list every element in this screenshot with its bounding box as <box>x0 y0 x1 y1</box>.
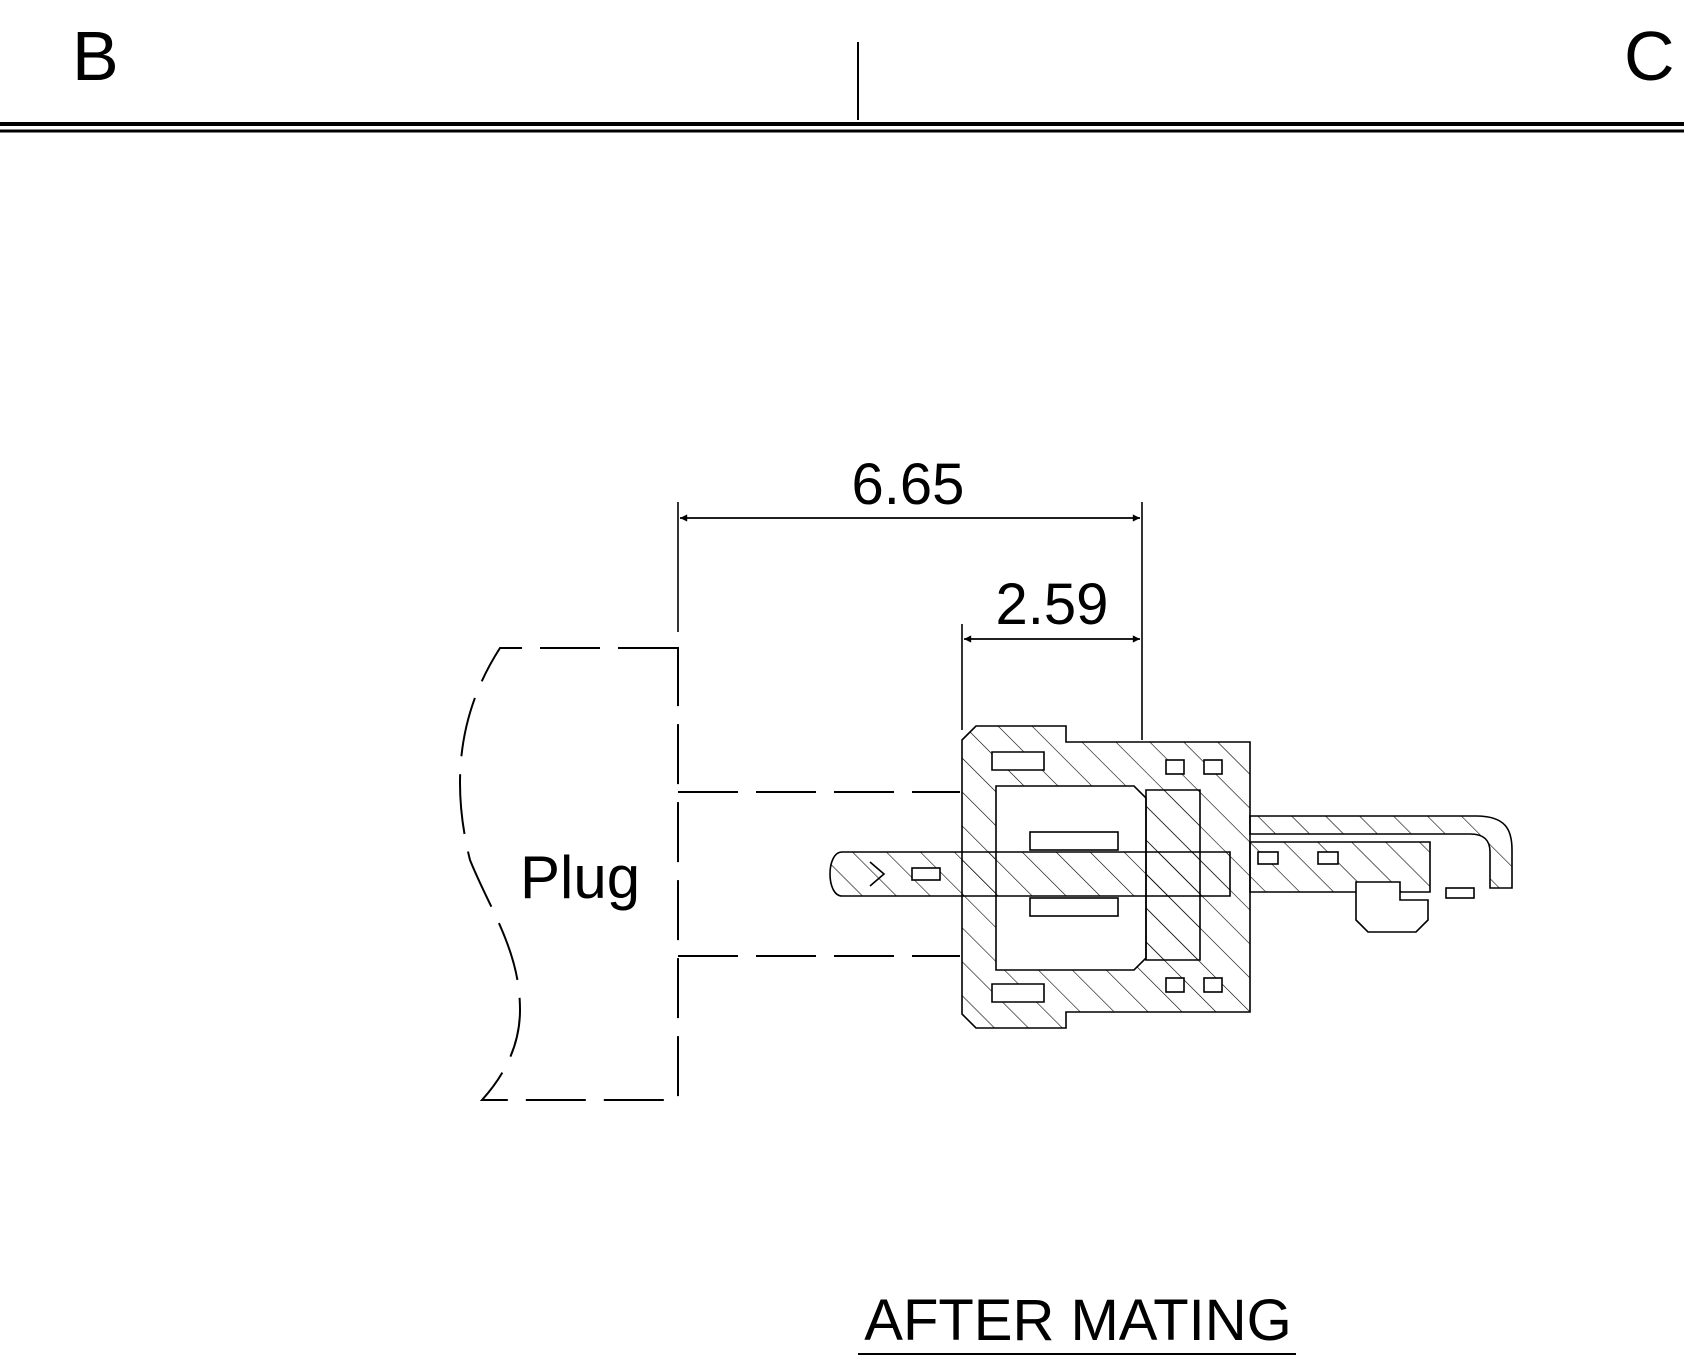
contact-body-rear <box>1249 841 1431 893</box>
contact-tail <box>1249 815 1513 889</box>
plug-label: Plug <box>520 844 640 911</box>
connector-cross-section <box>829 725 1513 1029</box>
dimension-value-inner: 2.59 <box>996 572 1109 637</box>
zone-marker-b: B <box>72 17 119 95</box>
zone-marker-c: C <box>1624 17 1675 95</box>
view-title: AFTER MATING <box>864 1288 1291 1353</box>
drawing-frame-border <box>0 42 1684 133</box>
dimension-extension-lines <box>677 502 1143 740</box>
plug-phantom-outline <box>459 647 960 1101</box>
contact-pin <box>829 851 1231 897</box>
dimension-value-overall: 6.65 <box>852 452 965 517</box>
board-peg <box>1355 881 1429 933</box>
